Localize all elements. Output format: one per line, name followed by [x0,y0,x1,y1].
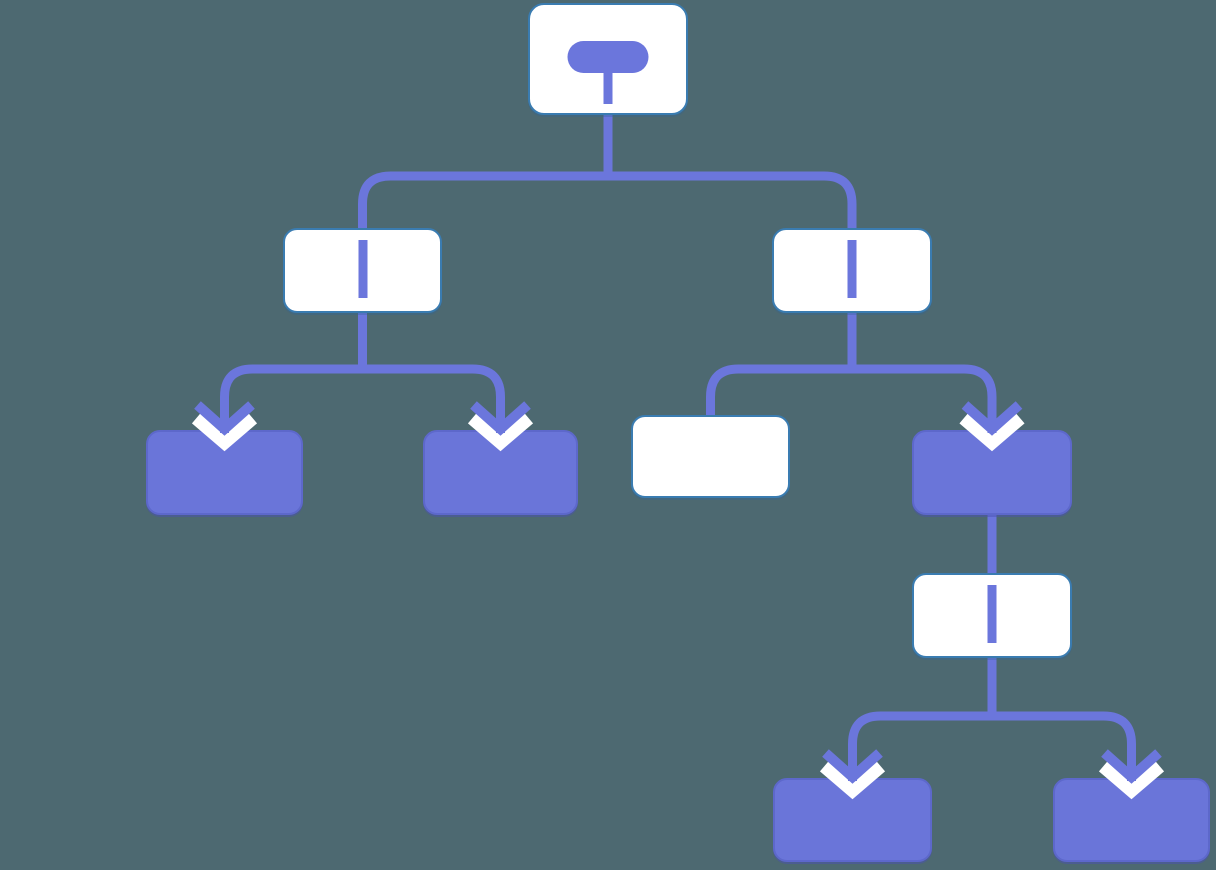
bottom-leaf-node-2[interactable] [1053,778,1210,862]
sub-branch-node[interactable] [912,573,1072,658]
bottom-leaf-node-1[interactable] [773,778,932,862]
leaf-node-left-2[interactable] [423,430,578,515]
vertical-divider-icon [358,240,367,298]
vertical-divider-icon [847,240,857,298]
right-branch-node[interactable] [772,228,932,313]
pill-stem-icon [603,71,613,104]
left-branch-node[interactable] [283,228,442,313]
leaf-node-left-1[interactable] [146,430,303,515]
root-node[interactable] [528,3,688,115]
leaf-node-right[interactable] [912,430,1072,515]
vertical-divider-icon [987,585,997,643]
plain-child-node[interactable] [631,415,790,498]
pill-node-icon [567,41,649,73]
